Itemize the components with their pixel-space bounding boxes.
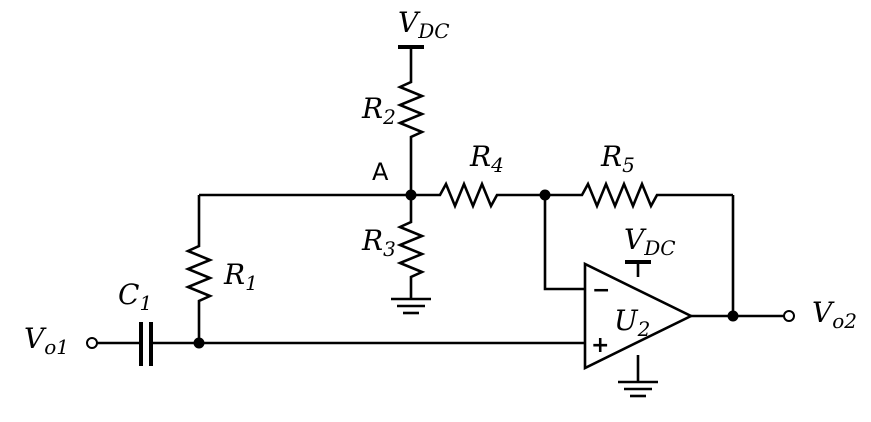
resistor-r4	[435, 180, 545, 210]
label-vout: Vo2	[812, 296, 857, 333]
opamp-plus-sign: +	[591, 333, 609, 358]
label-r3: R3	[361, 224, 396, 261]
ground-r3-icon	[391, 297, 431, 315]
resistor-r3	[396, 195, 426, 298]
terminal-input	[86, 337, 98, 349]
label-vdc-opamp: VDC	[624, 223, 676, 260]
resistor-r2	[396, 47, 426, 195]
label-c1: C1	[118, 278, 152, 315]
resistor-r1	[184, 195, 214, 343]
opamp-minus-sign: −	[592, 278, 610, 303]
junction-output	[727, 310, 739, 322]
opamp-u2	[583, 261, 694, 371]
label-vdc-top: VDC	[398, 6, 450, 43]
label-r2: R2	[361, 92, 396, 129]
label-r4: R4	[469, 140, 504, 177]
ground-opamp-icon	[618, 380, 658, 398]
label-vin: Vo1	[24, 322, 69, 359]
label-u2: U2	[614, 304, 650, 341]
label-node-a: A	[372, 158, 389, 186]
junction-r1-bottom	[193, 337, 205, 349]
label-r1: R1	[223, 258, 258, 295]
terminal-output	[783, 310, 795, 322]
label-r5: R5	[600, 140, 635, 177]
resistor-r5	[545, 180, 733, 210]
junction-node-a	[405, 189, 417, 201]
junction-r4-r5	[539, 189, 551, 201]
wire-node-to-opamp-minus	[543, 195, 585, 291]
